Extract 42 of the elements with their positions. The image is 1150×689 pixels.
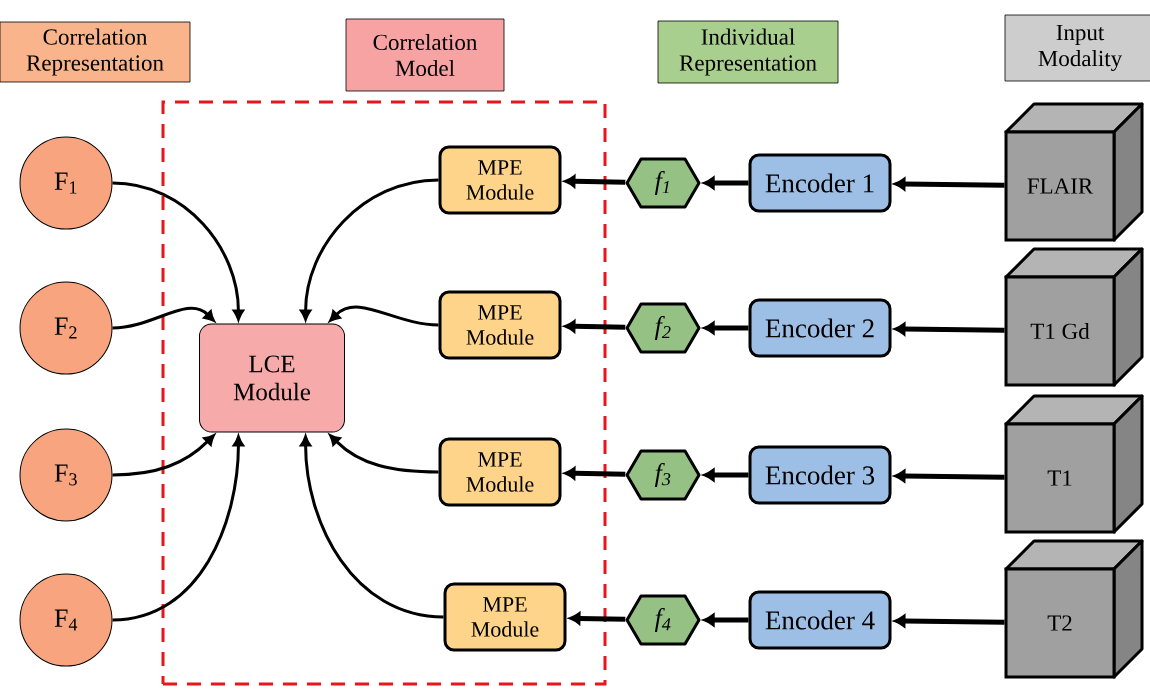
arrow bbox=[894, 322, 1005, 336]
cube: T2 bbox=[1004, 539, 1144, 679]
arrow bbox=[703, 468, 749, 482]
arrow bbox=[564, 175, 626, 188]
mpe-box: MPE Module bbox=[443, 582, 567, 652]
arrow bbox=[703, 176, 749, 190]
encoder-box: Encoder 1 bbox=[748, 153, 892, 213]
cube: T1 bbox=[1004, 394, 1144, 534]
arrow bbox=[569, 612, 626, 625]
header-box: Correlation Model bbox=[345, 18, 505, 92]
header-box: Correlation Representation bbox=[0, 21, 191, 83]
header-box: Individual Representation bbox=[657, 20, 839, 84]
hexagon: f$_{3}$ bbox=[625, 449, 701, 501]
arrow bbox=[112, 181, 244, 321]
arrow bbox=[300, 178, 439, 321]
mpe-box: MPE Module bbox=[438, 290, 562, 360]
cube: T1 Gd bbox=[1004, 247, 1144, 387]
arrow bbox=[329, 434, 439, 474]
encoder-box: Encoder 3 bbox=[748, 445, 892, 505]
mpe-box: MPE Module bbox=[438, 145, 562, 215]
arrow bbox=[564, 467, 626, 480]
arrow bbox=[703, 613, 749, 627]
arrow bbox=[300, 435, 444, 619]
arrow bbox=[894, 614, 1005, 628]
dashed-region bbox=[161, 100, 607, 686]
hexagon: f$_{4}$ bbox=[625, 594, 701, 646]
header-box: Input Modality bbox=[1004, 14, 1150, 82]
arrow bbox=[112, 434, 215, 477]
arrow bbox=[894, 177, 1005, 191]
arrow bbox=[112, 306, 215, 330]
hexagon: f$_{2}$ bbox=[625, 302, 701, 354]
encoder-box: Encoder 2 bbox=[748, 298, 892, 358]
hexagon: f$_{1}$ bbox=[625, 157, 701, 209]
arrow bbox=[564, 320, 626, 333]
arrow bbox=[329, 305, 439, 327]
arrow bbox=[703, 321, 749, 335]
encoder-box: Encoder 4 bbox=[748, 590, 892, 650]
cube: FLAIR bbox=[1004, 102, 1144, 242]
lce-box: LCE Module bbox=[199, 323, 345, 433]
mpe-box: MPE Module bbox=[438, 437, 562, 507]
arrow bbox=[894, 469, 1005, 483]
arrow bbox=[112, 435, 244, 622]
